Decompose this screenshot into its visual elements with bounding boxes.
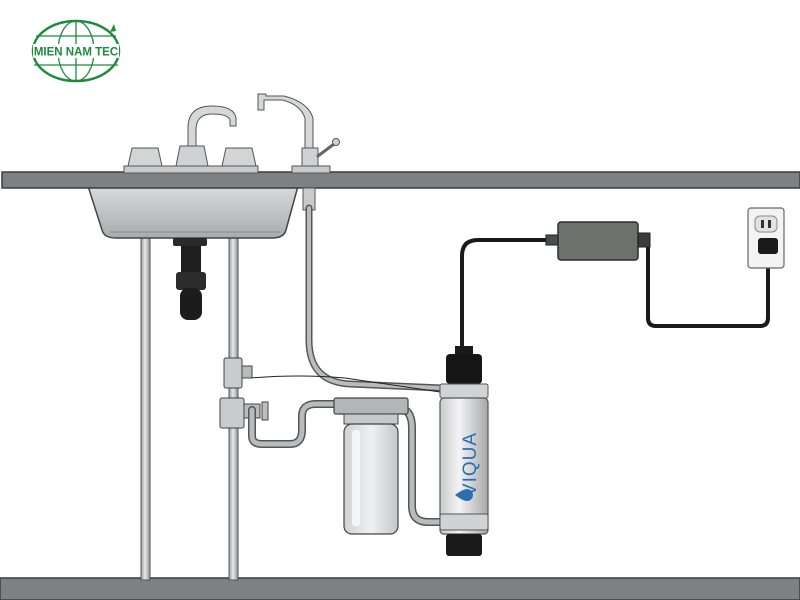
inlet-tube xyxy=(249,401,345,447)
mains-power-cable xyxy=(640,238,770,328)
uv-outlet-port xyxy=(439,383,489,399)
floor xyxy=(0,577,800,600)
wall-outlet xyxy=(747,207,785,269)
sediment-filter xyxy=(333,397,409,535)
drinking-water-faucet xyxy=(257,93,340,174)
uv-system: VIQUA xyxy=(439,346,489,556)
shutoff-valve-handle xyxy=(261,401,269,421)
ballast-body xyxy=(557,221,639,261)
sink-basin xyxy=(86,185,299,239)
drain-nut xyxy=(176,272,206,290)
faucet-handle-right xyxy=(221,147,257,167)
drinking-faucet-lever xyxy=(316,142,336,158)
logo-text-band xyxy=(33,44,119,58)
company-logo: MIEN NAM TEC xyxy=(31,19,121,83)
kitchen-faucet xyxy=(123,105,259,174)
uv-end-cap xyxy=(446,534,482,556)
uv-power-cable xyxy=(460,238,556,352)
drain-trap xyxy=(180,288,202,320)
outlet-tube xyxy=(307,206,444,390)
drinking-faucet-spout xyxy=(257,93,314,149)
cold-water-valve xyxy=(219,357,269,429)
faucet-handle-left xyxy=(127,147,163,167)
outlet-tube-outline xyxy=(305,204,446,392)
cabinet-leg-left xyxy=(140,231,151,581)
logo-text: MIEN NAM TEC xyxy=(34,47,118,59)
uv-lamp-connector xyxy=(446,354,482,384)
filter-cap xyxy=(333,397,409,415)
feed-adapter xyxy=(219,397,245,429)
countertop xyxy=(1,171,800,189)
uv-inlet-port xyxy=(439,513,489,531)
uv-ballast xyxy=(545,221,651,261)
power-plug xyxy=(758,238,778,254)
leaf-icon xyxy=(110,24,116,32)
drain-tailpiece xyxy=(181,246,201,276)
drain-flange xyxy=(173,238,207,246)
uv-brand-label: VIQUA xyxy=(460,432,481,496)
faucet-spout xyxy=(187,105,237,147)
filter-to-uv-tube xyxy=(397,405,445,525)
sensor-wire xyxy=(249,375,441,393)
water-drop-icon xyxy=(455,489,473,501)
filter-to-uv-tube-outline xyxy=(396,404,446,526)
